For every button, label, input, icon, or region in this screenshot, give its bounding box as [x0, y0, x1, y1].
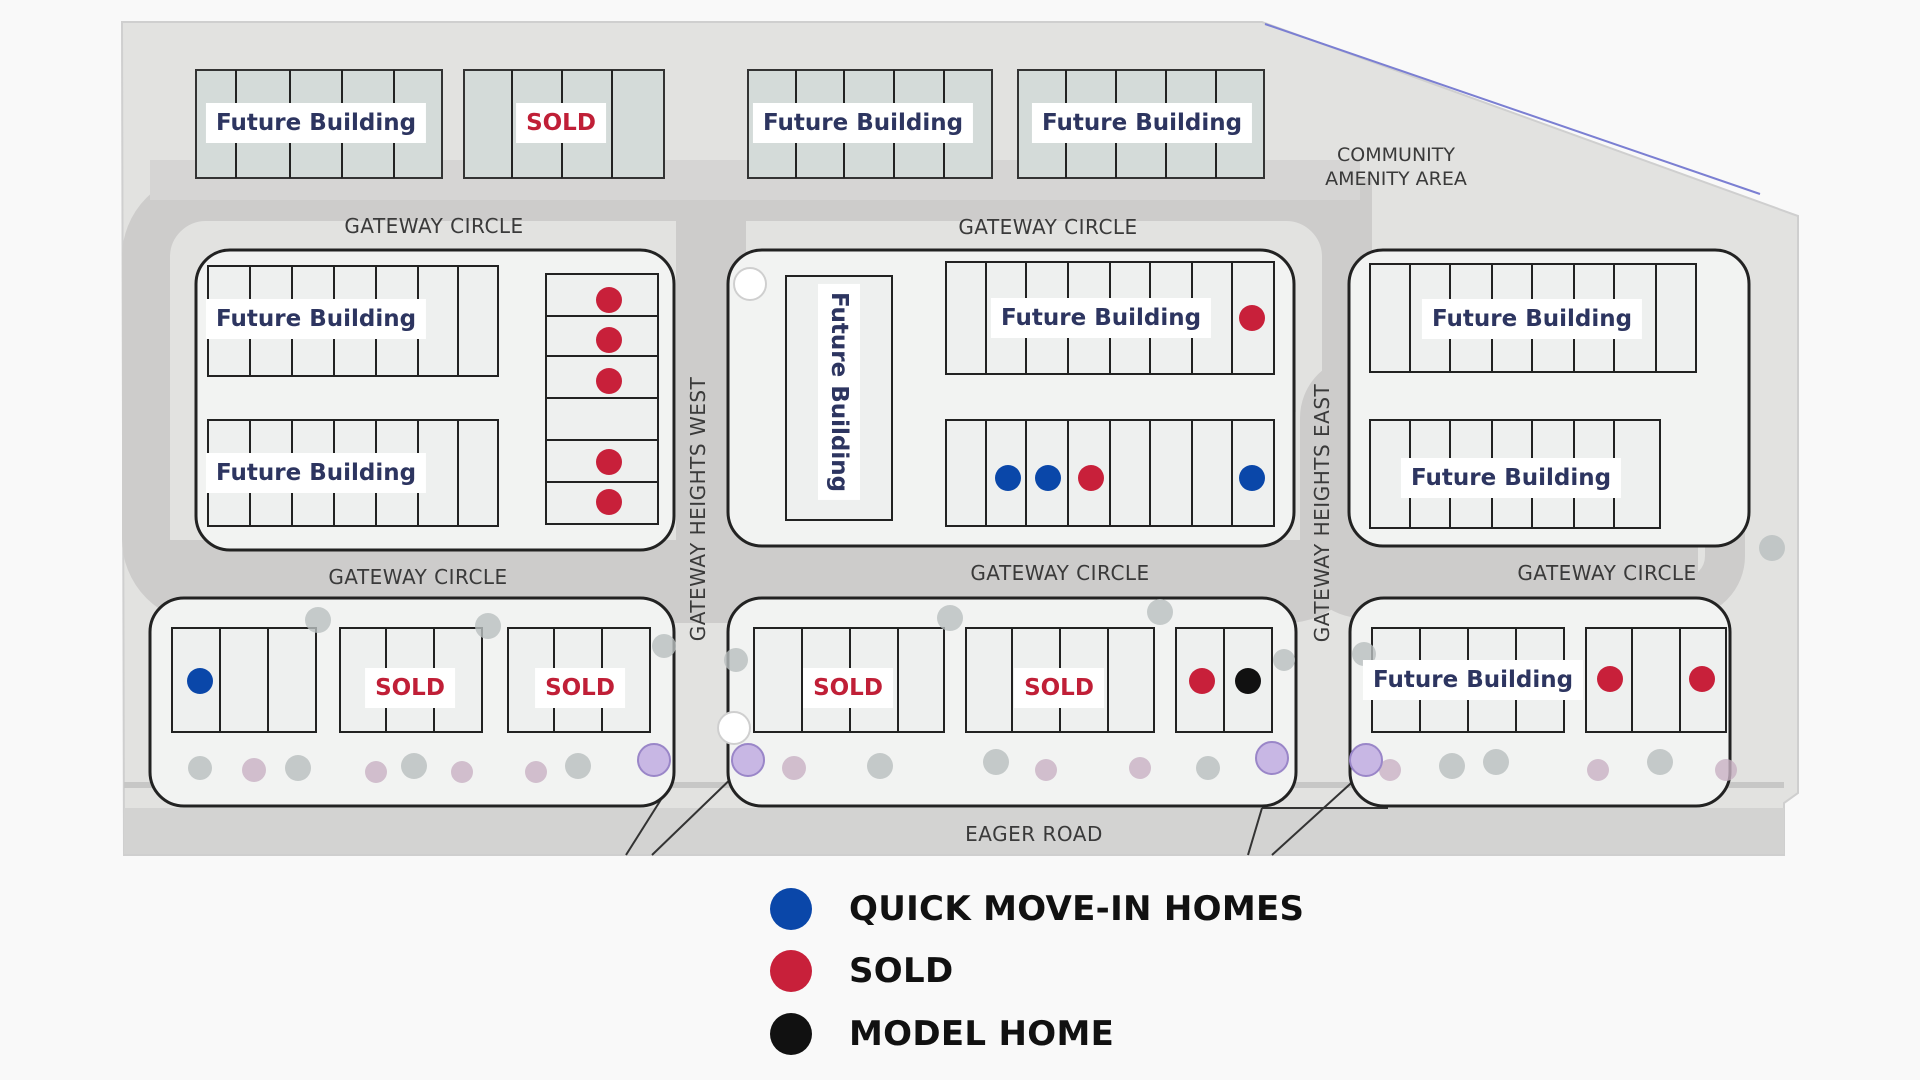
- eager-road: [124, 808, 1784, 854]
- building-label-sold: SOLD: [365, 668, 455, 708]
- tree-icon: [1273, 649, 1295, 671]
- legend-label: QUICK MOVE-IN HOMES: [849, 889, 1305, 929]
- lot-marker-quick-move-in[interactable]: [1035, 465, 1061, 491]
- tree-icon: [867, 753, 893, 779]
- tree-icon: [1147, 599, 1173, 625]
- building-label-future: Future Building: [990, 298, 1212, 338]
- lot-marker-sold[interactable]: [1239, 305, 1265, 331]
- tree-icon: [1379, 759, 1401, 781]
- lot-marker-layer: [187, 287, 1715, 694]
- amenity-label-line1: COMMUNITY: [1337, 144, 1455, 166]
- tree-icon: [1715, 759, 1737, 781]
- legend-label: SOLD: [849, 951, 954, 991]
- amenity-label-line2: AMENITY AREA: [1325, 168, 1467, 190]
- street-label-gateway-circle: GATEWAY CIRCLE: [958, 215, 1138, 239]
- mailbox-icon: [637, 743, 671, 777]
- tree-icon: [475, 613, 501, 639]
- community-amenity-area-label: COMMUNITY AMENITY AREA: [1325, 143, 1467, 191]
- tree-icon: [365, 761, 387, 783]
- tree-icon: [1035, 759, 1057, 781]
- street-label-gateway-circle: GATEWAY CIRCLE: [344, 214, 524, 238]
- roundabout-icon: [717, 711, 751, 745]
- tree-icon: [1483, 749, 1509, 775]
- tree-icon: [525, 761, 547, 783]
- tree-icon: [242, 758, 266, 782]
- lot-marker-sold[interactable]: [1078, 465, 1104, 491]
- lot-marker-quick-move-in[interactable]: [995, 465, 1021, 491]
- mailbox-icon: [731, 743, 765, 777]
- tree-icon: [565, 753, 591, 779]
- tree-icon: [305, 607, 331, 633]
- lot-marker-sold[interactable]: [596, 489, 622, 515]
- roundabout-icon: [733, 267, 767, 301]
- mailbox-icon: [1349, 743, 1383, 777]
- tree-icon: [285, 755, 311, 781]
- street-label-eager-road: EAGER ROAD: [965, 822, 1103, 846]
- building-label-future: Future Building: [1031, 103, 1253, 143]
- quick-move-in-dot-icon: [770, 888, 812, 930]
- building-label-future: Future Building: [1362, 660, 1584, 700]
- tree-icon: [782, 756, 806, 780]
- building-label-future: Future Building: [205, 453, 427, 493]
- tree-icon: [451, 761, 473, 783]
- legend-label: MODEL HOME: [849, 1014, 1115, 1054]
- building-label-future: Future Building: [205, 299, 427, 339]
- driveway-line: [1271, 774, 1361, 856]
- lot-marker-model-home[interactable]: [1235, 668, 1261, 694]
- building-label-sold: SOLD: [535, 668, 625, 708]
- building-label-sold: SOLD: [803, 668, 893, 708]
- legend-item-sold: SOLD: [770, 948, 953, 994]
- street-label-gateway-circle: GATEWAY CIRCLE: [1517, 561, 1697, 585]
- tree-icon: [724, 648, 748, 672]
- street-label-gateway-heights-east: GATEWAY HEIGHTS EAST: [1310, 383, 1334, 643]
- building-label-sold: SOLD: [516, 103, 606, 143]
- tree-icon: [1439, 753, 1465, 779]
- lot-marker-sold[interactable]: [1189, 668, 1215, 694]
- tree-icon: [983, 749, 1009, 775]
- tree-icon: [937, 605, 963, 631]
- driveway-line: [1247, 807, 1263, 856]
- lot-marker-sold[interactable]: [1689, 666, 1715, 692]
- lot-marker-sold[interactable]: [596, 287, 622, 313]
- sold-dot-icon: [770, 950, 812, 992]
- lot-marker-sold[interactable]: [596, 327, 622, 353]
- lot-marker-sold[interactable]: [1597, 666, 1623, 692]
- lot-marker-quick-move-in[interactable]: [1239, 465, 1265, 491]
- legend-item-quick-move-in: QUICK MOVE-IN HOMES: [770, 886, 1304, 932]
- street-label-gateway-heights-west: GATEWAY HEIGHTS WEST: [686, 376, 710, 642]
- property-line: [1264, 23, 1761, 195]
- lot-marker-sold[interactable]: [596, 449, 622, 475]
- driveway-line: [651, 769, 741, 856]
- tree-icon: [652, 634, 676, 658]
- tree-icon: [1129, 757, 1151, 779]
- building-label-future: Future Building: [1400, 458, 1622, 498]
- tree-icon: [188, 756, 212, 780]
- building-label-future: Future Building: [1421, 299, 1643, 339]
- building-label-future: Future Building: [818, 283, 860, 501]
- street-label-gateway-circle: GATEWAY CIRCLE: [328, 565, 508, 589]
- building-label-future: Future Building: [752, 103, 974, 143]
- tree-icon: [1759, 535, 1785, 561]
- tree-icon: [1196, 756, 1220, 780]
- mailbox-icon: [1255, 741, 1289, 775]
- legend-item-model-home: MODEL HOME: [770, 1011, 1114, 1057]
- building-label-sold: SOLD: [1014, 668, 1104, 708]
- tree-icon: [401, 753, 427, 779]
- model-home-dot-icon: [770, 1013, 812, 1055]
- street-label-gateway-circle: GATEWAY CIRCLE: [970, 561, 1150, 585]
- tree-icon: [1587, 759, 1609, 781]
- tree-icon: [1647, 749, 1673, 775]
- building-label-future: Future Building: [205, 103, 427, 143]
- lot-marker-quick-move-in[interactable]: [187, 668, 213, 694]
- lot-marker-sold[interactable]: [596, 368, 622, 394]
